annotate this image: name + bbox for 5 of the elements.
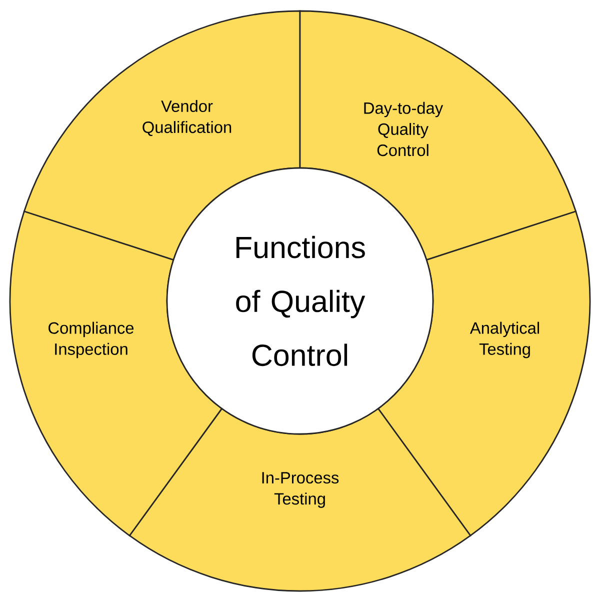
segment: Compliance Inspection (9, 210, 223, 536)
segment: Analytical Testing (377, 210, 591, 536)
segment: In-Process Testing (128, 408, 472, 592)
node-label: Analytical Testing (470, 322, 539, 358)
node-label: In-Process Testing (262, 472, 339, 508)
